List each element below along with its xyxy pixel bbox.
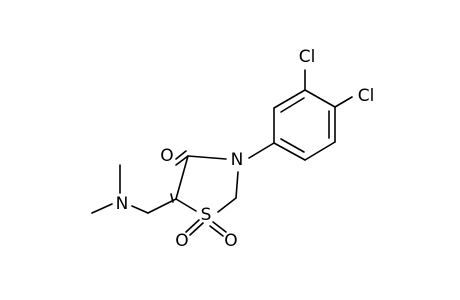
- carbonyl-bond: [175, 150, 189, 166]
- bond-c4-n3: [187, 155, 227, 160]
- dichlorophenyl-ring: [248, 69, 353, 161]
- atom-o-sulfonyl-right: O: [224, 231, 237, 251]
- atom-o-ketone: O: [160, 146, 173, 166]
- bond-n-ipso: [248, 142, 275, 159]
- atom-n-amine: N: [116, 194, 129, 214]
- bond-s1-c5: [175, 198, 197, 212]
- bond-n3-c2: [235, 171, 239, 199]
- bond-c4-cl: [334, 96, 353, 108]
- bond-c5-c4: [175, 155, 189, 200]
- dimethylaminomethylene: [91, 164, 177, 214]
- atom-cl-top: Cl: [299, 47, 316, 67]
- bond-c2-s1: [217, 197, 237, 213]
- atom-n-ring: N: [231, 150, 244, 170]
- bond-ch-n: [131, 205, 149, 214]
- exocyclic-double-bond: [147, 198, 177, 214]
- wavy-bond-marker: [170, 193, 174, 203]
- sulfonyl-bonds: [185, 219, 227, 237]
- atom-o-sulfonyl-left: O: [175, 231, 188, 251]
- atom-cl-right: Cl: [358, 86, 375, 106]
- bond-n-methyl-left: [91, 203, 113, 214]
- atom-s: S: [201, 205, 212, 225]
- thiazolidine-ring: [175, 155, 239, 213]
